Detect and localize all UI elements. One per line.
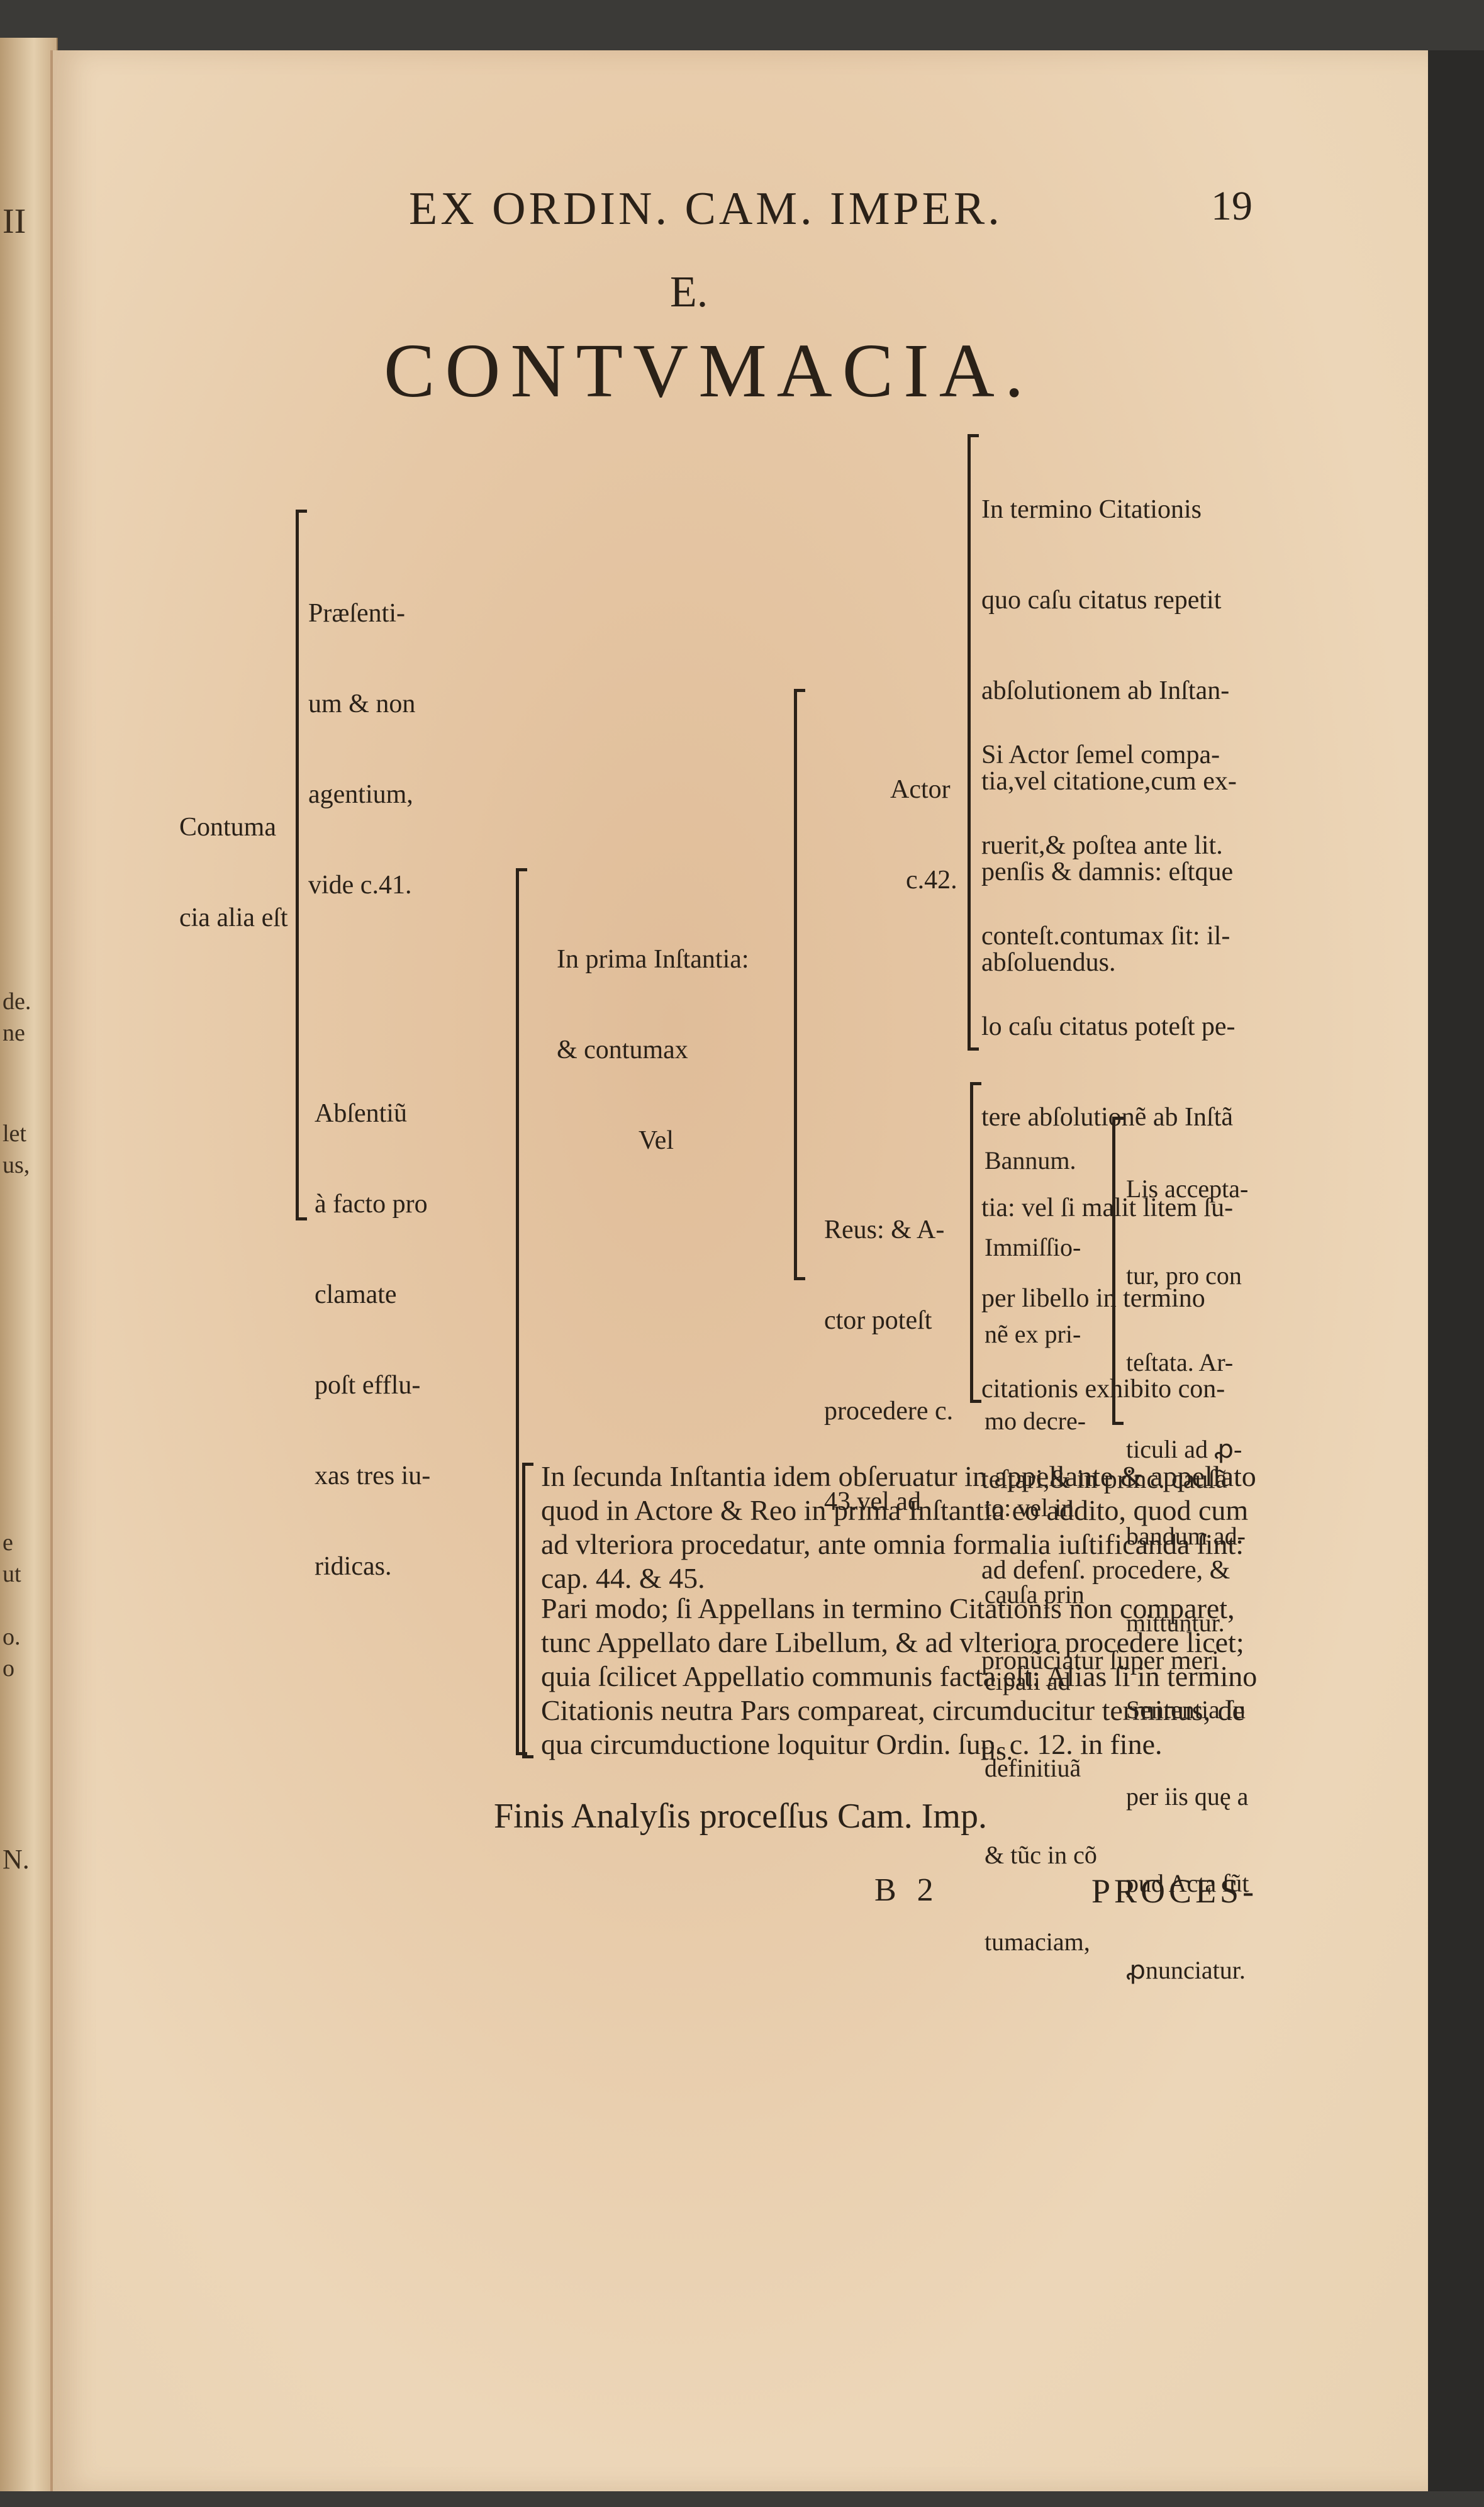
brace-instantia xyxy=(516,868,527,1755)
text-line: pud Acta ſũt xyxy=(1126,1869,1249,1897)
text-line: mo decre- xyxy=(985,1407,1086,1435)
text-line: ad defenſ. procedere, & xyxy=(981,1556,1230,1585)
text-line: Lis accepta- xyxy=(1126,1175,1249,1203)
prima-instantia-block: In prima Inſtantia: & contumax Vel xyxy=(557,884,749,1186)
left-fragment: e xyxy=(3,1529,13,1556)
signature-mark: B 2 xyxy=(874,1872,940,1908)
text-line: Vel xyxy=(639,1126,674,1155)
text-line: teſtari,& in princ. cauſã xyxy=(981,1465,1227,1494)
text-line: à facto pro xyxy=(315,1190,428,1219)
text-line: citationis exhibito con- xyxy=(981,1375,1225,1404)
actor-block: Si Actor ſemel compa- ruerit,& poſtea an… xyxy=(981,679,1236,1797)
book-page xyxy=(50,50,1431,2491)
text-line: cipali ad xyxy=(985,1667,1071,1695)
text-line: um & non xyxy=(308,690,416,718)
text-line: Actor xyxy=(890,775,951,804)
text-line: tur, pro con xyxy=(1126,1261,1242,1290)
text-line: lo caſu citatus poteſt pe- xyxy=(981,1012,1236,1041)
left-fragment: de. xyxy=(3,988,31,1015)
brace-secunda xyxy=(522,1463,533,1758)
text-line: quo caſu citatus repetit xyxy=(981,586,1222,615)
text-line: tumaciam, xyxy=(985,1928,1090,1956)
text-line: agentium, xyxy=(308,780,413,809)
text-line: In termino Citationis xyxy=(981,495,1202,524)
label-line: cia alia eſt xyxy=(179,903,288,932)
text-line: xas tres iu- xyxy=(315,1461,431,1490)
text-line: clamate xyxy=(315,1280,397,1309)
running-head: EX ORDIN. CAM. IMPER. xyxy=(409,183,1003,235)
text-line: nẽ ex pri- xyxy=(985,1320,1081,1348)
text-line: to: vel in xyxy=(985,1494,1074,1522)
left-fragment: ut xyxy=(3,1561,21,1587)
brace-actor xyxy=(968,434,979,1051)
pari-modo-paragraph: Pari modo; ſi Appellans in termino Citat… xyxy=(541,1592,1258,1760)
left-fragment: o. xyxy=(3,1624,21,1650)
text-line: c.42. xyxy=(906,866,957,895)
left-fragment: us, xyxy=(3,1152,30,1178)
presence-block: Præſenti- um & non agentium, vide c.41. xyxy=(308,538,415,930)
contumacia-label: Contuma cia alia eſt xyxy=(179,752,288,963)
text-line: tis. xyxy=(981,1737,1013,1766)
left-fragment: II xyxy=(3,202,26,241)
brace-bannum xyxy=(970,1082,981,1403)
text-line: tia,vel citatione,cum ex- xyxy=(981,767,1237,796)
brace-actor-reus xyxy=(794,689,805,1280)
left-fragment: N. xyxy=(3,1844,30,1875)
text-line: bandum ad- xyxy=(1126,1522,1246,1550)
section-letter: E. xyxy=(670,268,708,316)
page-title: CONTVMACIA. xyxy=(384,328,1034,413)
brace-lis xyxy=(1112,1117,1124,1425)
text-line: teſtata. Ar- xyxy=(1126,1348,1234,1376)
left-page-edge: II de. ne let us, e ut o. o N. xyxy=(0,38,58,2491)
text-line: Præſenti- xyxy=(308,599,405,628)
bannum-block: Bannum. Immiſſio- nẽ ex pri- mo decre- t… xyxy=(985,1088,1097,1985)
text-line: ruerit,& poſtea ante lit. xyxy=(981,831,1223,860)
text-line: pronũciatur ſuper meri xyxy=(981,1646,1219,1675)
left-fragment: ne xyxy=(3,1020,25,1046)
text-line: mittuntur. xyxy=(1126,1609,1225,1637)
text-line: & tũc in cõ xyxy=(985,1841,1097,1869)
text-line: per iis quę a xyxy=(1126,1782,1249,1811)
left-fragment: let xyxy=(3,1120,26,1147)
catchword: PROCES- xyxy=(1091,1872,1258,1910)
text-line: definitiuã xyxy=(985,1754,1081,1782)
secunda-instantia-paragraph: In ſecunda Inſtantia idem obſeruatur in … xyxy=(541,1460,1256,1594)
text-line: & contumax xyxy=(557,1036,688,1064)
text-line: In prima Inſtantia: xyxy=(557,945,749,974)
page-number: 19 xyxy=(1211,183,1252,229)
brace-contumacia xyxy=(296,510,307,1220)
text-line: ticuli ad ꝓ- xyxy=(1126,1435,1242,1463)
actor-label: Actor c.42. xyxy=(890,714,957,925)
text-line: Reus: & A- xyxy=(824,1215,945,1244)
text-line: Abſentiũ xyxy=(315,1099,407,1128)
label-line: Contuma xyxy=(179,813,276,842)
text-line: Bannum. xyxy=(985,1146,1076,1175)
text-line: Immiſſio- xyxy=(985,1233,1081,1261)
text-line: Sententia ſu xyxy=(1126,1695,1246,1724)
absence-block: Abſentiũ à facto pro clamate poſt efflu-… xyxy=(315,1038,430,1612)
left-fragment: o xyxy=(3,1655,14,1682)
text-line: ꝓnunciatur. xyxy=(1126,1956,1246,1984)
text-line: procedere c. xyxy=(824,1397,954,1426)
text-line: 43.vel ad xyxy=(824,1487,921,1516)
background-edge xyxy=(1428,50,1484,2491)
reus-label: Reus: & A- ctor poteſt procedere c. 43.v… xyxy=(824,1154,953,1547)
lis-accepta-block: Lis accepta- tur, pro con teſtata. Ar- t… xyxy=(1126,1117,1249,2014)
text-line: cauſa prin xyxy=(985,1580,1085,1609)
text-line: conteſt.contumax ſit: il- xyxy=(981,922,1230,951)
text-line: ctor poteſt xyxy=(824,1306,932,1335)
text-line: ridicas. xyxy=(315,1552,392,1581)
text-line: tere abſolutionẽ ab Inſtã xyxy=(981,1103,1234,1132)
text-line: abſoluendus. xyxy=(981,948,1116,977)
text-line: poſt efflu- xyxy=(315,1371,421,1400)
text-line: tia: vel ſi malit litem ſu- xyxy=(981,1193,1234,1222)
citation-block: In termino Citationis quo caſu citatus r… xyxy=(981,434,1237,1008)
text-line: penſis & damnis: eſtque xyxy=(981,857,1234,886)
text-line: Si Actor ſemel compa- xyxy=(981,740,1220,769)
text-line: vide c.41. xyxy=(308,871,412,900)
finis-line: Finis Analyſis proceſſus Cam. Imp. xyxy=(494,1797,987,1836)
text-line: abſolutionem ab Inſtan- xyxy=(981,676,1230,705)
